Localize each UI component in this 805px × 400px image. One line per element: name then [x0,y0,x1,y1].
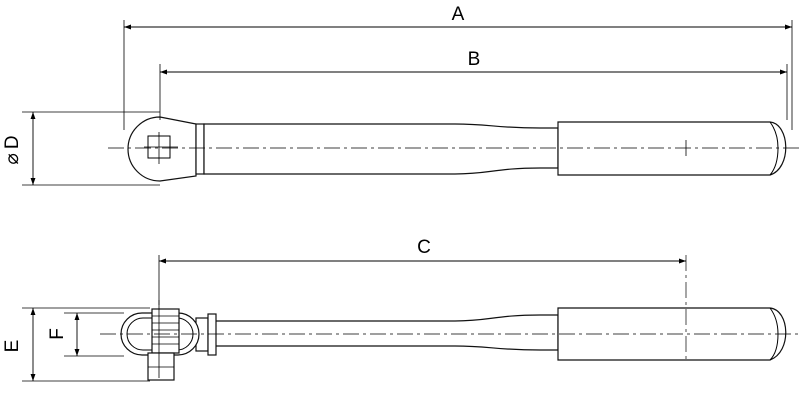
side-view [100,300,800,381]
dimension-c: C [158,237,687,360]
grip-top [557,121,787,176]
dimension-d-letter: D [2,135,23,149]
dimension-e-label: E [2,340,23,353]
dimension-d-label: ⌀D [2,135,23,164]
dimension-f-label: F [47,328,68,340]
square-drive-side [147,352,175,381]
top-view [108,116,800,182]
handle-shaft-side [213,314,559,351]
dimension-c-label: C [417,237,431,258]
dimension-a-label: A [452,4,465,25]
dimension-e: E [2,307,150,382]
dimension-a: A [123,4,793,130]
dimension-b-label: B [468,49,481,70]
collar-top [195,123,205,175]
ratchet-head-top [127,116,197,182]
diameter-symbol: ⌀ [2,153,23,164]
dimension-f: F [47,312,124,357]
dimension-d: ⌀D [2,111,160,186]
dimension-b: B [159,49,788,120]
handle-shaft-top [203,123,559,175]
